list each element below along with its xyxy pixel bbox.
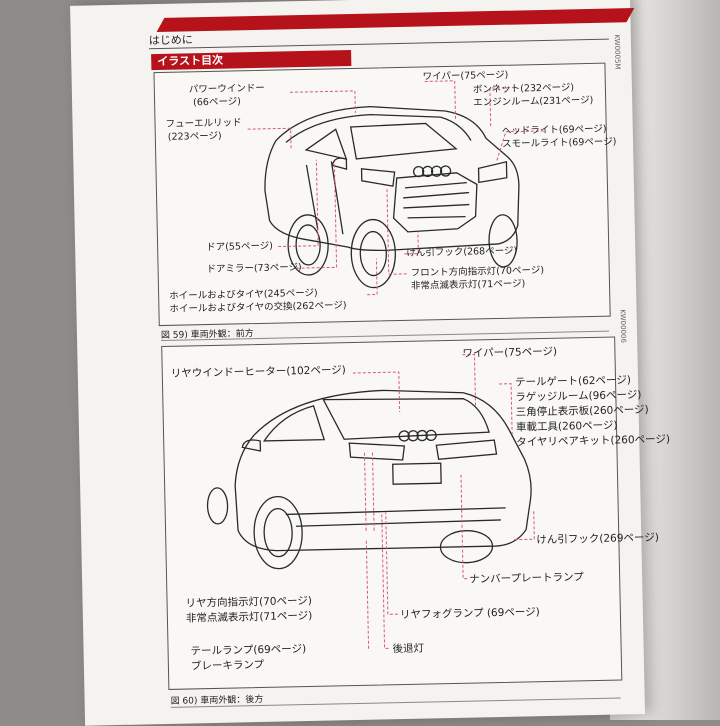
label-rear-fog-lamp: リヤフォグランプ (69ページ) — [399, 606, 540, 622]
illustration-index-heading: イラスト目次 — [151, 49, 352, 71]
section-rule — [148, 38, 609, 50]
label-engine-room: エンジンルーム(231ページ) — [473, 94, 594, 109]
label-fuel-lid: フューエルリッド — [165, 117, 242, 130]
label-small-light: スモールライト(69ページ) — [501, 136, 617, 150]
label-luggage-room: ラゲッジルーム(96ページ) — [515, 388, 642, 404]
label-headlight: ヘッドライト(69ページ) — [501, 123, 607, 137]
rear-car-illustration — [206, 353, 535, 649]
header-red-band — [156, 8, 635, 33]
label-plate-lamp: ナンバープレートランプ — [469, 571, 584, 586]
manual-page: はじめに イラスト目次 KW0005M KW00006 — [70, 0, 670, 726]
label-rear-turn: リヤ方向指示灯(70ページ) — [185, 594, 313, 610]
front-car-illustration — [247, 80, 544, 296]
label-wiper-front: ワイパー(75ページ) — [422, 69, 509, 83]
label-reverse-lamp: 後退灯 — [392, 642, 425, 656]
label-tailgate: テールゲート(62ページ) — [514, 374, 631, 389]
label-door-mirror: ドアミラー(73ページ) — [206, 262, 302, 276]
label-brake-lamp: ブレーキランプ — [190, 658, 265, 673]
label-tow-hook-rear: けん引フック(269ページ) — [536, 531, 659, 547]
label-tow-hook-front: けん引フック(268ページ) — [406, 245, 518, 259]
rear-view-panel: リヤウインドーヒーター(102ページ) ワイパー(75ページ) テールゲート(6… — [161, 336, 670, 690]
label-power-window: パワーウインドー — [188, 82, 265, 96]
label-hazard-rear: 非常点滅表示灯(71ページ) — [185, 609, 313, 625]
label-tail-lamp: テールランプ(69ページ) — [190, 643, 307, 658]
label-vehicle-tools: 車載工具(260ページ) — [515, 419, 618, 434]
side-code-bottom: KW00006 — [618, 309, 628, 343]
section-title: はじめに — [148, 33, 193, 48]
side-code-top: KW0005M — [612, 34, 622, 70]
label-warning-triangle: 三角停止表示板(260ページ) — [515, 403, 649, 419]
label-power-window-page: (66ページ) — [193, 96, 242, 109]
label-hazard-front: 非常点滅表示灯(71ページ) — [410, 278, 526, 292]
front-view-panel: パワーウインドー (66ページ) フューエルリッド (223ページ) ワイパー(… — [153, 62, 616, 327]
label-door: ドア(55ページ) — [206, 240, 274, 254]
label-wiper-rear: ワイパー(75ページ) — [462, 345, 558, 360]
label-fuel-lid-page: (223ページ) — [167, 130, 222, 143]
figure60-number: 図 60) — [170, 696, 198, 707]
label-bonnet: ボンネット(232ページ) — [472, 82, 575, 96]
